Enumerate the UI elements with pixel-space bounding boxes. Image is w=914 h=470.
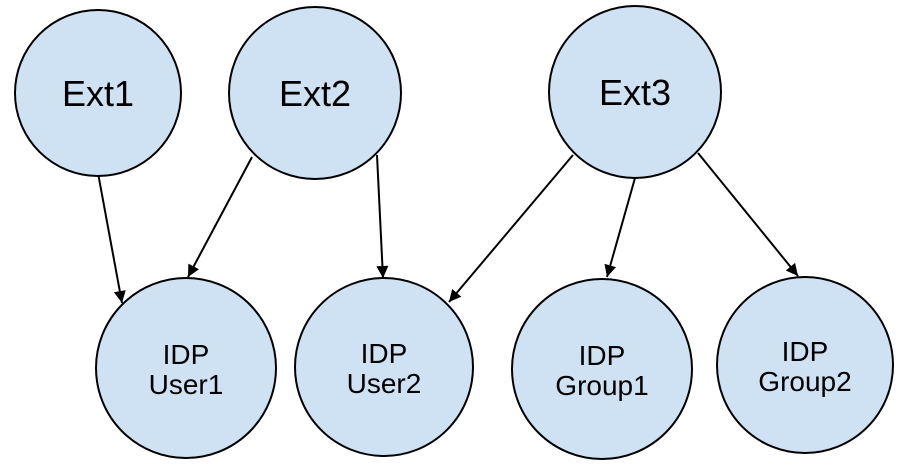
node-label: IDP xyxy=(163,339,210,370)
node-label: IDP xyxy=(782,336,829,367)
node-circle xyxy=(511,278,693,460)
node-circle xyxy=(95,277,277,459)
edge-ext3-user2 xyxy=(448,154,574,303)
node-label: IDP xyxy=(361,338,408,369)
edge-ext2-user2 xyxy=(376,154,389,279)
node-label: Ext2 xyxy=(279,73,351,114)
node-circle xyxy=(548,5,722,179)
node-ext1: Ext1 xyxy=(14,9,182,177)
edge-ext3-group1 xyxy=(604,177,636,278)
node-label: User2 xyxy=(347,368,422,399)
node-label: User1 xyxy=(149,369,224,400)
node-circle xyxy=(228,6,402,180)
node-circle xyxy=(294,277,474,457)
node-label: IDP xyxy=(579,340,626,371)
node-ext2: Ext2 xyxy=(228,6,402,180)
node-ext3: Ext3 xyxy=(548,5,722,179)
edge-ext2-user1 xyxy=(187,156,253,278)
node-label: Ext3 xyxy=(599,72,671,113)
edge-ext1-user1 xyxy=(97,172,126,304)
node-circle xyxy=(14,9,182,177)
edge-ext3-group2 xyxy=(697,152,799,277)
node-label: Group1 xyxy=(555,370,648,401)
node-circle xyxy=(716,276,894,454)
node-label: Ext1 xyxy=(62,73,134,114)
edges-layer xyxy=(97,152,799,304)
node-label: Group2 xyxy=(758,366,851,397)
